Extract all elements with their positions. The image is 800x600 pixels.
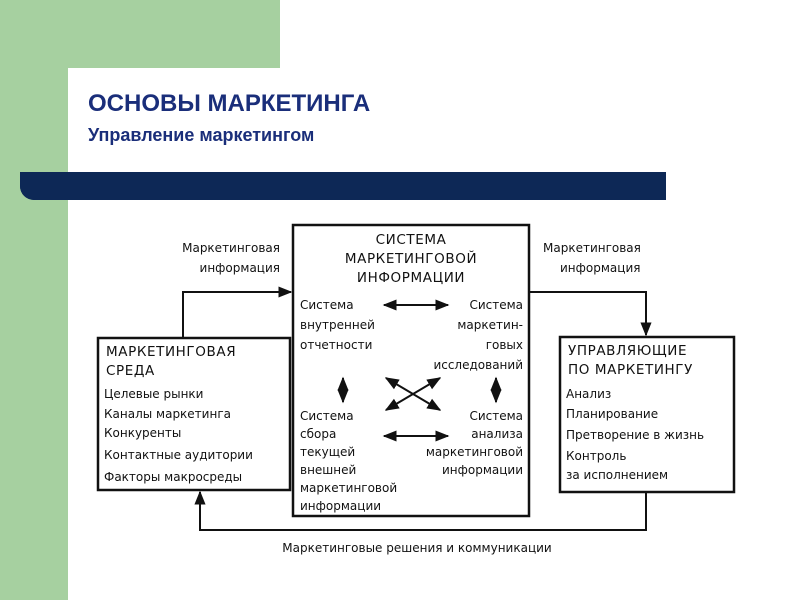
intelligence-label: маркетинговой bbox=[300, 481, 397, 495]
environment-item: Каналы маркетинга bbox=[104, 407, 231, 421]
intelligence-label: Система bbox=[300, 409, 354, 423]
environment-item: Конкуренты bbox=[104, 426, 181, 440]
decorative-green-band-horizontal bbox=[0, 0, 280, 68]
center-heading-line: ИНФОРМАЦИИ bbox=[357, 270, 465, 286]
marketing-research-label: маркетин- bbox=[457, 318, 523, 332]
analysis-label: Система bbox=[469, 409, 523, 423]
arrow-managers-to-environment bbox=[194, 490, 647, 531]
slide-subtitle: Управление маркетингом bbox=[88, 125, 315, 145]
managers-item: Анализ bbox=[566, 387, 611, 401]
managers-item: Контроль bbox=[566, 449, 626, 463]
intelligence-label: сбора bbox=[300, 427, 336, 441]
environment-item: Факторы макросреды bbox=[104, 470, 242, 484]
environment-box bbox=[96, 336, 292, 492]
internal-reports-label: внутренней bbox=[300, 318, 375, 332]
intelligence-label: внешней bbox=[300, 463, 356, 477]
internal-reports-label: Система bbox=[300, 298, 354, 312]
environment-item: Контактные аудитории bbox=[104, 448, 253, 462]
flow-label-left: информация bbox=[200, 261, 280, 275]
center-heading-line: СИСТЕМА bbox=[376, 232, 447, 248]
title-divider-bar-cap bbox=[20, 172, 48, 200]
slide-title: ОСНОВЫ МАРКЕТИНГА bbox=[88, 90, 371, 117]
analysis-label: анализа bbox=[471, 427, 523, 441]
marketing-research-label: исследований bbox=[433, 358, 523, 372]
managers-item: Планирование bbox=[566, 407, 658, 421]
intelligence-label: информации bbox=[300, 499, 381, 513]
managers-item: Претворение в жизнь bbox=[566, 428, 704, 442]
intelligence-label: текущей bbox=[300, 445, 355, 459]
marketing-research-label: Система bbox=[469, 298, 523, 312]
flow-label-bottom: Маркетинговые решения и коммуникации bbox=[282, 541, 551, 555]
analysis-label: маркетинговой bbox=[426, 445, 523, 459]
arrow-environment-to-center bbox=[182, 286, 293, 338]
title-divider-bar bbox=[20, 172, 666, 200]
arrow-diagonal-2 bbox=[384, 377, 442, 411]
decorative-green-band-vertical bbox=[0, 0, 68, 600]
center-box bbox=[291, 223, 531, 518]
environment-heading: СРЕДА bbox=[106, 363, 155, 379]
managers-item: за исполнением bbox=[566, 468, 668, 482]
marketing-research-label: говых bbox=[486, 338, 523, 352]
arrow-center-to-managers bbox=[529, 291, 652, 337]
environment-item: Целевые рынки bbox=[104, 387, 203, 401]
flow-label-left: Маркетинговая bbox=[182, 241, 280, 255]
managers-heading: УПРАВЛЯЮЩИЕ bbox=[568, 343, 687, 359]
center-heading-line: МАРКЕТИНГОВОЙ bbox=[345, 249, 477, 267]
flow-label-right: Маркетинговая bbox=[543, 241, 641, 255]
flow-label-right: информация bbox=[560, 261, 640, 275]
analysis-label: информации bbox=[442, 463, 523, 477]
internal-reports-label: отчетности bbox=[300, 338, 372, 352]
environment-heading: МАРКЕТИНГОВАЯ bbox=[106, 344, 236, 360]
managers-heading: ПО МАРКЕТИНГУ bbox=[568, 362, 693, 378]
